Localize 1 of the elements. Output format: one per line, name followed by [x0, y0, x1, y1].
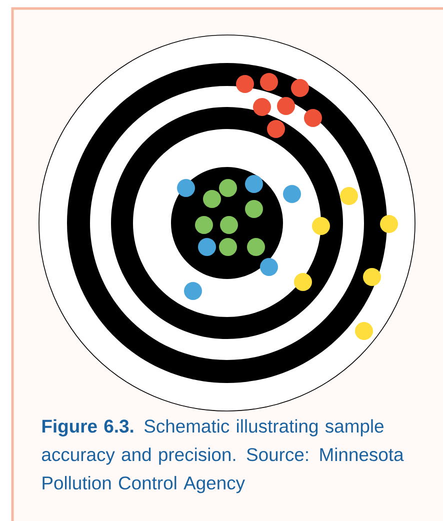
caption-text: Figure 6.3. Schematic illustrating sample accuracy and precision. Source: Minnesota Pollution Control Agency — [42, 419, 404, 494]
